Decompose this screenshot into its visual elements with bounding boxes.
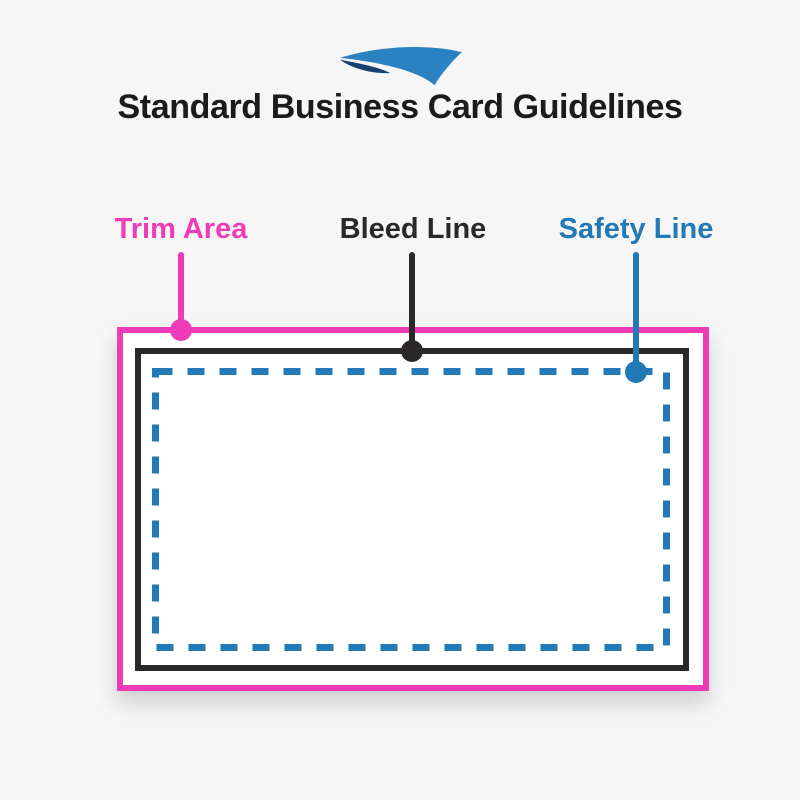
trim-area-dot bbox=[170, 319, 192, 341]
safety-line-label: Safety Line bbox=[558, 213, 714, 245]
bleed-line-connector-line bbox=[409, 252, 415, 353]
page-title: Standard Business Card Guidelines bbox=[117, 88, 683, 126]
swoosh-logo-accent-shape bbox=[340, 59, 391, 74]
swoosh-logo-icon bbox=[340, 46, 462, 86]
safety-line-connector-line bbox=[633, 252, 639, 374]
swoosh-logo-main-shape bbox=[340, 46, 462, 86]
trim-area-connector-line bbox=[178, 252, 184, 332]
bleed-line-label: Bleed Line bbox=[339, 213, 487, 245]
bleed-line-dot bbox=[401, 340, 423, 362]
safety-line-dot bbox=[625, 361, 647, 383]
safety-line-border bbox=[152, 368, 670, 651]
safety-line-dashed-rect bbox=[152, 368, 670, 651]
trim-area-label: Trim Area bbox=[114, 213, 248, 245]
